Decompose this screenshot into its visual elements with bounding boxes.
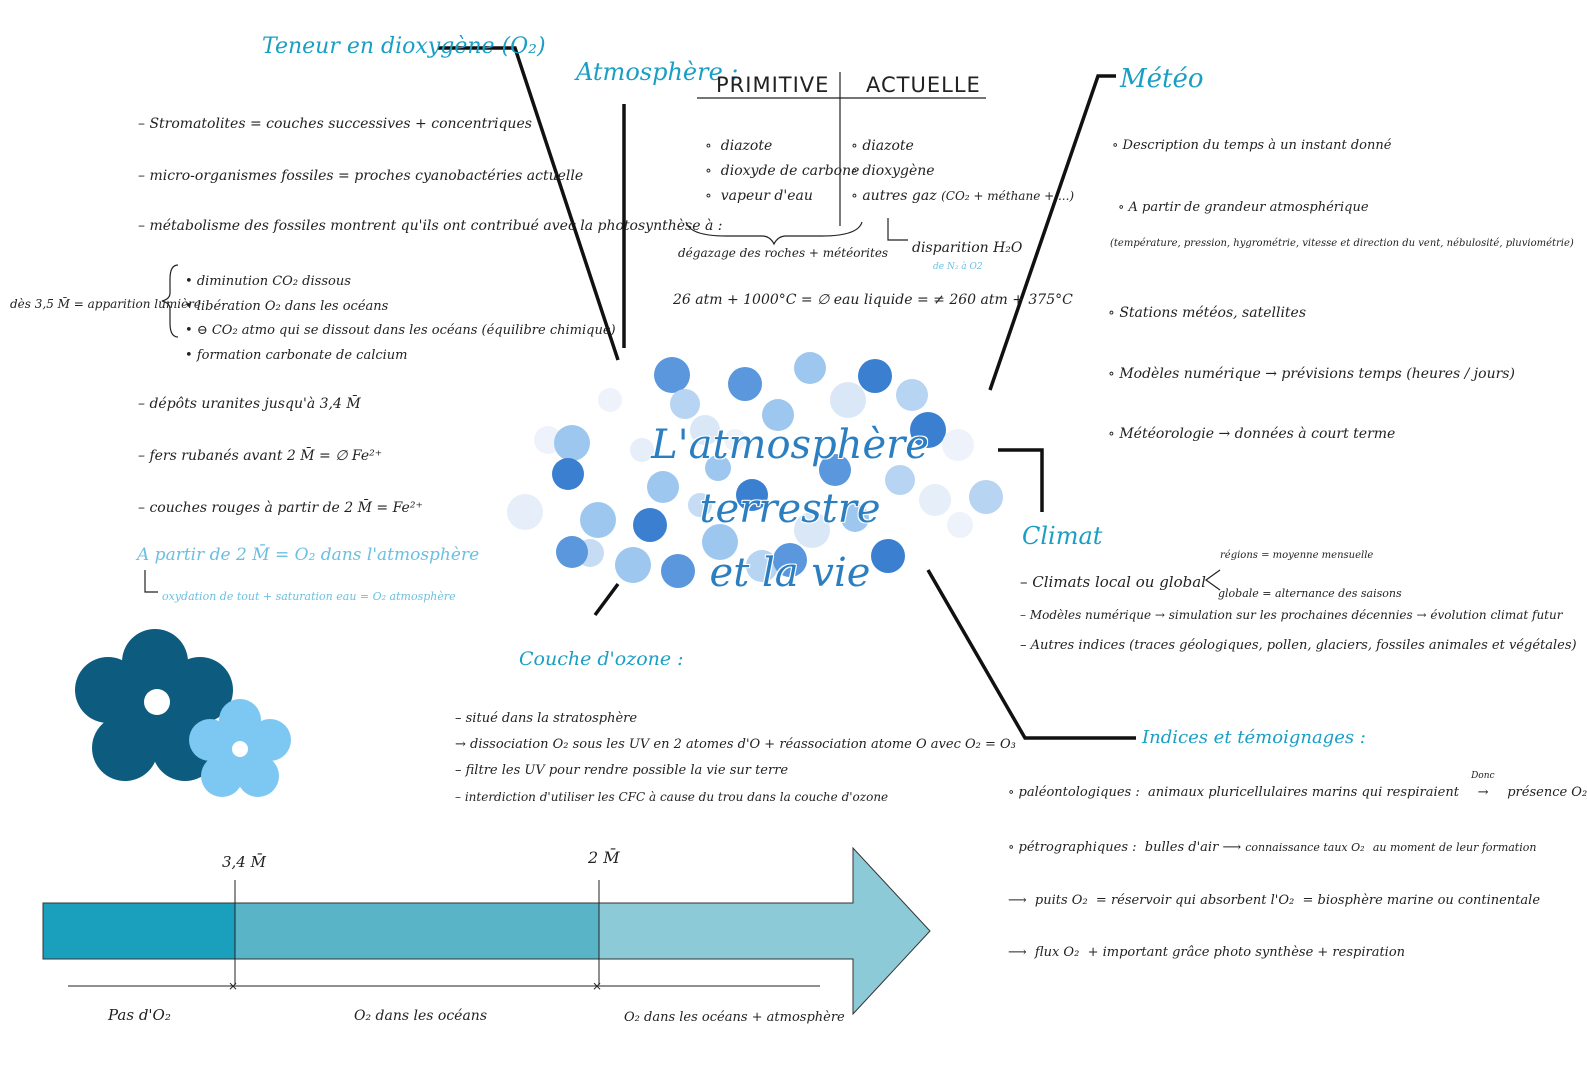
list-item: – dépôts uranites jusqu'à 3,4 M̄: [138, 396, 361, 412]
list-item: – couches rouges à partir de 2 M̄ = Fe²⁺: [138, 500, 423, 516]
center-title-line1: L'atmosphère terrestre: [651, 422, 929, 532]
climat-item-3: – Autres indices (traces géologiques, po…: [1020, 638, 1577, 653]
connector-climat: [998, 448, 1044, 512]
bubble-cluster: [507, 352, 1003, 588]
teneur-blue-note-2: oxydation de tout + saturation eau = O₂ …: [162, 590, 456, 603]
list-item: → dissociation O₂ sous les UV en 2 atome…: [455, 737, 1016, 752]
center-title-line2: et la vie: [709, 550, 871, 596]
list-item: – micro-organismes fossiles = proches cy…: [138, 168, 584, 184]
diagram-canvas: × ×: [42, 46, 1221, 1016]
indices-line-1: ∘ paléontologiques : animaux pluricellul…: [1008, 771, 1587, 800]
timeline-segment-3: [599, 848, 930, 1014]
indices-title: Indices et témoignages :: [1142, 727, 1366, 748]
timeline-segment-2: [235, 903, 599, 959]
list-item: – situé dans la stratosphère: [455, 711, 638, 726]
indices-line-4: ⟶ flux O₂ + important grâce photo synthè…: [1008, 945, 1406, 960]
atmosphere-header-primitive: PRIMITIVE: [716, 73, 830, 97]
timeline-mark-1: 3,4 M̄: [222, 853, 266, 871]
atmosphere-brace-label: dégazage des roches + météorites: [678, 246, 889, 260]
atmosphere-gases-extra: (CO₂ + méthane + ...): [941, 189, 1075, 203]
flower-dark: [75, 629, 233, 781]
list-item: ∘ dioxygène: [851, 163, 935, 179]
timeline-mark-2: 2 M̄: [588, 848, 620, 867]
connector-ozone: [593, 582, 620, 617]
teneur-brace-list: • diminution CO₂ dissous • libération O₂…: [185, 270, 616, 368]
atmosphere-actuelle-list: ∘ diazote ∘ dioxygène ∘ autres gaz (CO₂ …: [851, 134, 1074, 209]
timeline-label-1: Pas d'O₂: [108, 1006, 171, 1024]
atmosphere-disparition-small: de N₂ à O2: [933, 262, 983, 272]
list-item: • libération O₂ dans les océans: [185, 298, 389, 314]
atmosphere-table-lines: [144, 72, 1221, 593]
list-item: ∘ dioxyde de carbone: [705, 163, 860, 179]
atmosphere-header-actuelle: ACTUELLE: [866, 73, 981, 97]
climat-item-1: – Climats local ou global: [1020, 573, 1206, 591]
atmosphere-disparition: disparition H₂O: [912, 240, 1023, 256]
ozone-list: – situé dans la stratosphère → dissociat…: [455, 706, 1016, 810]
list-item: ∘ diazote: [851, 138, 914, 154]
list-item: ∘ vapeur d'eau: [705, 188, 813, 204]
timeline-label-3: O₂ dans les océans + atmosphère: [624, 1010, 845, 1025]
connector-teneur: [438, 46, 620, 361]
list-item: – filtre les UV pour rendre possible la …: [455, 763, 789, 778]
teneur-list: – Stromatolites = couches successives + …: [138, 116, 722, 234]
atmosphere-primitive-list: ∘ diazote ∘ dioxyde de carbone ∘ vapeur …: [705, 134, 859, 209]
list-item: ∘ diazote: [705, 138, 773, 154]
atmosphere-title: Atmosphère :: [576, 58, 739, 86]
meteo-item-3: (température, pression, hygrométrie, vit…: [1110, 238, 1574, 249]
meteo-item-2: ∘ A partir de grandeur atmosphérique: [1118, 200, 1369, 215]
list-item: – fers rubanés avant 2 M̄ = ∅ Fe²⁺: [138, 448, 383, 464]
meteo-title: Météo: [1120, 64, 1204, 94]
timeline-arrow: × ×: [42, 846, 931, 1016]
svg-text:×: ×: [228, 979, 238, 993]
indices-line-2: ∘ pétrographiques : bulles d'air ⟶ conna…: [1008, 840, 1537, 855]
list-item: – Stromatolites = couches successives + …: [138, 116, 532, 132]
teneur-title: Teneur en dioxygène (O₂): [262, 34, 546, 59]
connector-indices: [926, 569, 1136, 740]
svg-text:×: ×: [592, 979, 602, 993]
meteo-item-1: ∘ Description du temps à un instant donn…: [1112, 138, 1392, 153]
meteo-item-6: ∘ Météorologie → données à court terme: [1108, 426, 1396, 442]
list-item: • diminution CO₂ dissous: [185, 274, 351, 289]
climat-title: Climat: [1022, 522, 1103, 550]
indices-donc: Donc: [1471, 771, 1495, 781]
connector-meteo: [988, 74, 1116, 391]
timeline-label-2: O₂ dans les océans: [354, 1008, 487, 1024]
list-item: • ⊖ CO₂ atmo qui se dissout dans les océ…: [185, 323, 616, 338]
atmosphere-pressure: 26 atm + 1000°C = ∅ eau liquide = ≠ 260 …: [673, 292, 1073, 308]
teneur-side-label: dès 3,5 M̄ = apparition lumière: [10, 297, 202, 311]
list-item: – métabolisme des fossiles montrent qu'i…: [138, 218, 723, 234]
climat-item-2: – Modèles numérique → simulation sur les…: [1020, 608, 1563, 622]
flower-light: [189, 699, 291, 797]
center-title: L'atmosphère terrestre et la vie: [560, 413, 1020, 605]
teneur-list-2: – dépôts uranites jusqu'à 3,4 M̄ – fers …: [138, 396, 423, 516]
list-item: – interdiction d'utiliser les CFC à caus…: [455, 790, 889, 804]
meteo-item-5: ∘ Modèles numérique → prévisions temps (…: [1108, 366, 1515, 382]
climat-branch-bottom: globale = alternance des saisons: [1218, 587, 1402, 600]
timeline-segment-1: [43, 903, 235, 959]
climat-branch-top: régions = moyenne mensuelle: [1220, 550, 1374, 561]
list-item: • formation carbonate de calcium: [185, 347, 408, 363]
teneur-blue-note-1: A partir de 2 M̄ = O₂ dans l'atmosphère: [137, 545, 480, 565]
meteo-item-4: ∘ Stations météos, satellites: [1108, 305, 1307, 321]
list-item: ∘ autres gaz (CO₂ + méthane + ...): [851, 188, 1075, 204]
ozone-title: Couche d'ozone :: [519, 648, 684, 670]
connector-lines: [438, 46, 1136, 740]
indices-line-3: ⟶ puits O₂ = réservoir qui absorbent l'O…: [1008, 893, 1541, 908]
